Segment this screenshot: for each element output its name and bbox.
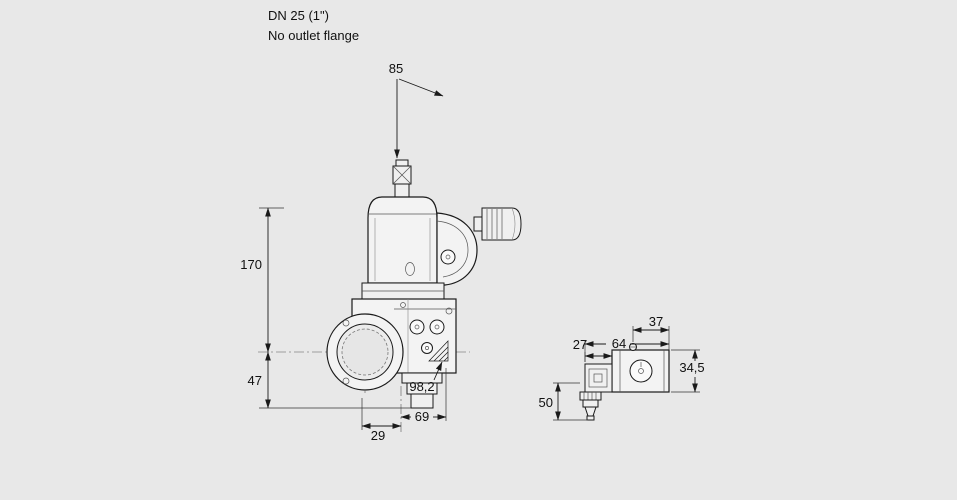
pressure-tap <box>421 342 433 354</box>
dimension-69: 69 <box>400 368 447 424</box>
pressure-tap <box>429 319 445 335</box>
hatch-line <box>443 356 449 362</box>
dimension-85: 85 <box>389 61 444 159</box>
mounting-foot <box>401 372 443 409</box>
plug-cap <box>395 159 409 167</box>
damper-housing-outline <box>436 212 478 286</box>
dimension-50-label: 50 <box>539 395 553 410</box>
valve-size-label: DN 25 (1") <box>268 8 329 23</box>
dimension-69-label: 69 <box>415 409 429 424</box>
damper-end-contour <box>511 207 516 241</box>
dimension-47: 47 <box>248 351 411 409</box>
dimension-170-label: 170 <box>240 257 262 272</box>
variant-label: No outlet flange <box>268 28 360 43</box>
drawing-title: DN 25 (1") No outlet flange <box>268 6 359 46</box>
screw-detail <box>445 307 453 315</box>
damper-port <box>440 249 456 265</box>
pressure-tap-center <box>434 324 440 330</box>
dimension-50: 50 <box>539 382 588 421</box>
damper-port-center <box>445 254 451 260</box>
hatch-line <box>438 351 449 362</box>
cable-gland <box>579 391 602 421</box>
coil-top-view <box>579 343 670 421</box>
damper-housing-inner-contour <box>436 220 469 278</box>
leader-line <box>398 78 444 97</box>
gland-nut <box>579 391 602 401</box>
damper-cylinder <box>473 207 522 241</box>
inlet-flange <box>326 313 404 391</box>
actuator-outline <box>367 196 438 284</box>
dimension-34-5-label: 34,5 <box>679 360 704 375</box>
hatch-triangle <box>428 340 449 362</box>
top-plug <box>392 159 412 198</box>
foot-step <box>410 393 434 409</box>
actuator-housing <box>367 196 438 284</box>
coil-boss-center <box>638 368 644 374</box>
pressure-tap <box>409 319 425 335</box>
gland-cone <box>584 406 597 417</box>
flange-bolt-hole <box>342 377 350 385</box>
dimension-37: 37 <box>632 314 670 342</box>
gland-collar <box>582 399 599 408</box>
gland-tip <box>586 415 595 421</box>
dimension-85-label: 85 <box>389 61 403 76</box>
hatch-line <box>433 346 449 362</box>
coil-dimensions: 27 64 37 34,5 <box>539 314 705 421</box>
adapter-plate <box>361 282 445 300</box>
screw-detail <box>400 302 406 308</box>
leader-line <box>433 361 443 381</box>
coil-connector <box>584 363 613 393</box>
dimension-64: 64 <box>584 326 670 362</box>
pressure-tap-center <box>425 346 429 350</box>
flange-bolt-hole <box>342 319 350 327</box>
dimension-29: 29 <box>361 398 402 443</box>
dimension-29-label: 29 <box>371 428 385 443</box>
connector-contact <box>593 373 603 383</box>
plug-cross-line <box>392 165 412 185</box>
dimension-64-label: 64 <box>612 336 626 351</box>
dimension-37-label: 37 <box>649 314 663 329</box>
pressure-tap-center <box>414 324 420 330</box>
main-dimensions: 85 170 47 29 <box>240 61 447 443</box>
plug-stem <box>394 183 410 198</box>
flange-thread <box>341 328 389 376</box>
damper-housing <box>436 212 478 286</box>
dimension-98-2: 98,2 <box>409 361 443 394</box>
sight-hole <box>405 262 415 276</box>
dimension-27-label: 27 <box>573 337 587 352</box>
coil-body <box>611 343 670 393</box>
dimension-34-5: 34,5 <box>671 349 705 393</box>
connector-inner-frame <box>588 368 608 388</box>
damper-cylinder-neck <box>473 216 483 232</box>
valve-front-view <box>326 159 522 409</box>
dimension-47-label: 47 <box>248 373 262 388</box>
section-hatch <box>428 340 449 362</box>
coil-boss <box>629 359 653 383</box>
dimension-27: 27 <box>573 337 613 362</box>
dimension-98-2-label: 98,2 <box>409 379 434 394</box>
dimension-170: 170 <box>240 207 284 353</box>
